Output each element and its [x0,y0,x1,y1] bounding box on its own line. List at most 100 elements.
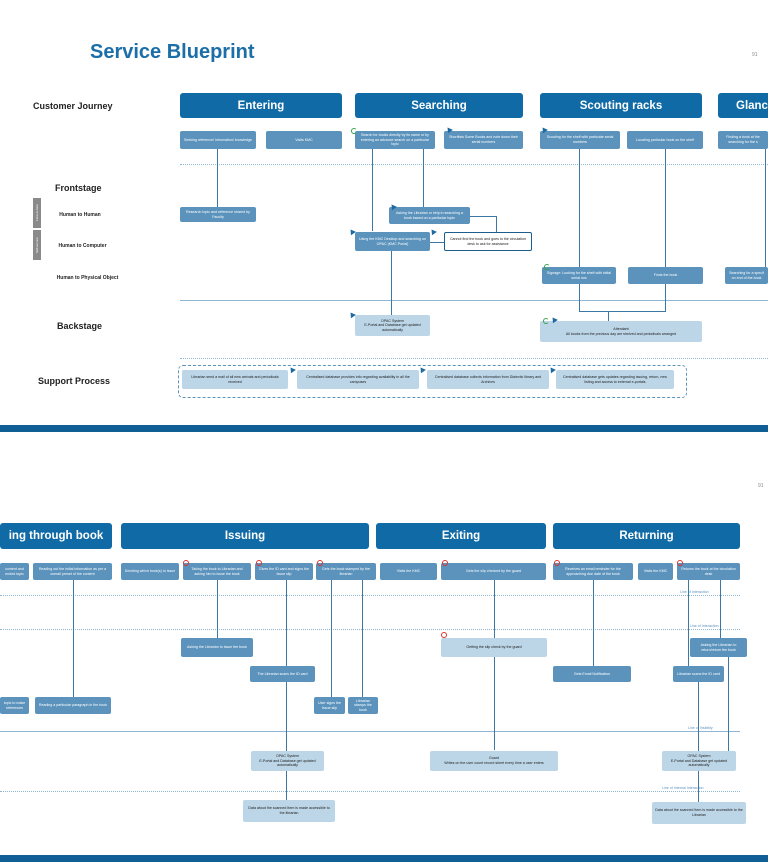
frontstage-card: Librarian scans the ID card [673,666,724,682]
backstage-card: Attendant All books from the previous da… [540,321,702,342]
connector [698,682,699,752]
cycle-icon [351,128,357,134]
journey-card: Reading out the initial information as p… [33,563,112,580]
connector [665,149,666,267]
connector [286,770,287,801]
no-entry-icon [256,560,262,566]
lane-human-to-computer: Human to Computer [58,243,107,249]
stage-exiting: Exiting [376,523,546,549]
frontstage-card: Gets Email Notification [553,666,631,682]
frontstage-card: Searching for a specif on end of the boo… [725,267,768,284]
frontstage-card: topic to make references [0,697,29,714]
connector [665,284,666,312]
connector [217,149,218,207]
no-entry-icon [183,560,189,566]
no-entry-icon [442,560,448,566]
line-label: Line of Visibility [688,726,713,730]
stage-glancing: Glanc [718,93,768,118]
page-number: 91 [752,52,758,58]
lane-support-process: Support Process [38,376,111,386]
connector [286,580,287,666]
frontstage-card: Using the KMC Desktop and searching on O… [355,232,430,251]
journey-card: Visits KMC [266,131,342,149]
journey-card: Seeking reference/ information/ knowledg… [180,131,256,149]
journey-card: Locating particular book on the shelf [627,131,703,149]
connector [765,149,766,267]
connector [372,149,373,231]
frontstage-card: Asking the Librarian to issue the book [181,638,253,657]
frontstage-card: Cannot find the book and goes to the cir… [444,232,532,251]
lane-customer-journey: Customer Journey [33,101,113,111]
connector [286,682,287,752]
journey-card: content and ended topic [0,563,29,580]
cycle-icon [544,264,550,270]
frontstage-card: Signage: Looking for the shelf with init… [542,267,616,284]
connector [494,657,495,750]
journey-card: Scouting for the shelf with particular s… [540,131,620,149]
connector [579,311,666,312]
connector [470,216,496,217]
frontstage-card: Finds the book [628,267,703,284]
connector [688,580,689,666]
connector [728,657,729,752]
connector [73,580,74,698]
support-card: Data about the scanned Item is made acce… [652,802,746,824]
connector [496,216,497,232]
frontstage-card: The Librarian scans the ID card [250,666,315,682]
journey-card: Gets the slip checked by the guard [441,563,546,580]
journey-card: Shortlists Some Books and note down thei… [444,131,523,149]
backstage-card: OPAC System E-Portal and Database get up… [355,315,430,336]
connector [579,149,580,267]
page-title: Service Blueprint [90,41,255,63]
backstage-card: Guard Writes on the user count record sh… [430,751,558,771]
support-card: Librarian send a mail of all new arrival… [182,370,288,389]
connector [362,580,363,698]
connector [331,580,332,698]
no-entry-icon [677,560,683,566]
stage-scouting-racks: Scouting racks [540,93,702,118]
journey-card: Finding a book at the searching for the … [718,131,768,149]
cycle-icon [543,318,549,324]
line-of-internal-interaction [180,358,768,359]
tag-face-to-face: Face-to-face [33,198,41,228]
stage-going-through-book: ing through book [0,523,112,549]
line-of-internal-interaction [0,791,740,792]
journey-card: Receives an email reminder for the appro… [553,563,633,580]
connector [720,580,721,638]
frontstage-card: Getting the slip check by the guard [441,638,547,657]
frontstage-card: Asking the Librarian or help in searchin… [389,207,470,224]
journey-card: Deciding which book(s) to issue [121,563,179,580]
stage-entering: Entering [180,93,342,118]
line-of-visibility [180,300,768,301]
no-entry-icon [317,560,323,566]
no-entry-icon [441,632,447,638]
slide-footer-bar [0,855,768,862]
connector [217,580,218,638]
no-entry-icon [554,560,560,566]
connector [579,284,580,312]
line-of-interaction [180,164,768,165]
stage-issuing: Issuing [121,523,369,549]
line-label: Line of Internal Interaction [662,786,704,790]
lane-backstage: Backstage [57,321,103,331]
line-of-visibility [0,731,740,732]
frontstage-card: Reading a particular paragraph in the bo… [35,697,111,714]
support-process-box [178,365,687,398]
stage-searching: Searching [355,93,523,118]
support-card: Data about the scanned Item is made acce… [243,800,335,822]
journey-card: Search for books directly by its name or… [355,131,435,149]
connector [608,311,609,321]
tag-self-service: Self-service [33,230,41,260]
support-card: Centralised database collects informatio… [427,370,549,389]
connector [494,580,495,638]
lane-human-to-physical: Human to Physical Object [56,275,119,281]
lane-human-to-human: Human to Human [59,212,101,218]
frontstage-card: User signs the Issue slip [314,697,345,714]
line-label: Line of Interaction [690,624,719,628]
line-of-interaction [0,595,740,596]
connector [423,149,424,207]
pin-icon [429,227,437,236]
stage-returning: Returning [553,523,740,549]
connector [593,580,594,666]
support-card: Centralised database gets updates regard… [556,370,674,389]
